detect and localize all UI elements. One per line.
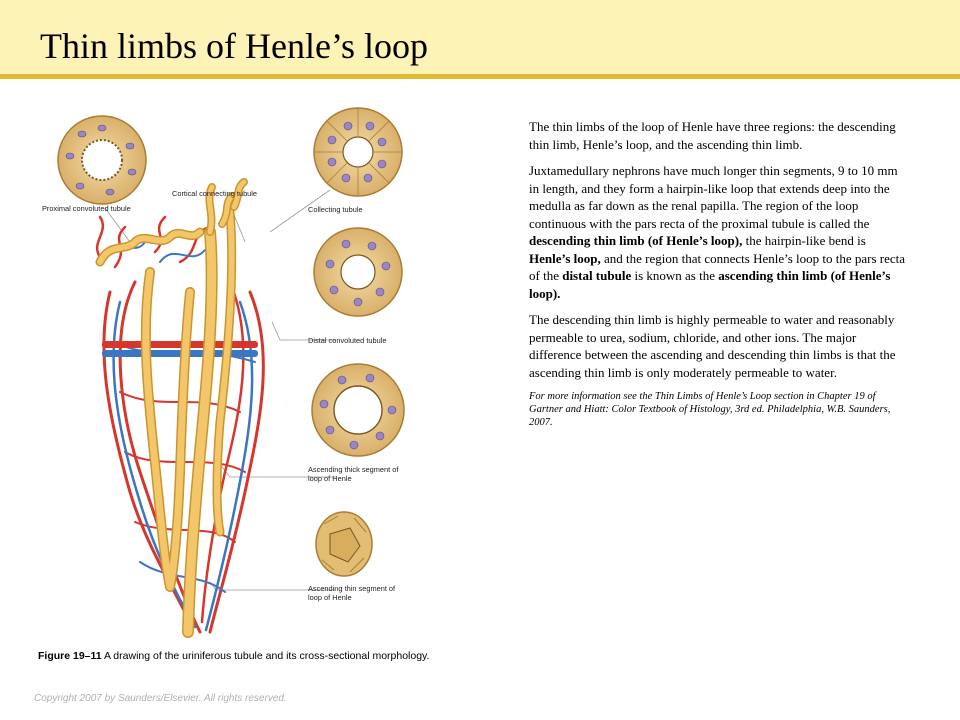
cross-section-distal xyxy=(313,227,403,317)
term-descending-thin-limb: descending thin limb (of Henle’s loop), xyxy=(529,233,743,248)
label-ascending-thin-segment-line2: loop of Henle xyxy=(308,593,352,602)
cross-section-thick-ascending xyxy=(311,363,405,457)
label-collecting-tubule: Collecting tubule xyxy=(308,205,363,214)
reference-note: For more information see the Thin Limbs … xyxy=(529,391,891,428)
label-ascending-thin-segment: Ascending thin segment of xyxy=(308,584,396,593)
body-text: The thin limbs of the loop of Henle have… xyxy=(529,118,909,438)
label-proximal-convoluted-tubule: Proximal convoluted tubule xyxy=(42,204,131,213)
cross-section-collecting xyxy=(313,107,403,197)
term-distal-tubule: distal tubule xyxy=(562,268,632,283)
arcuate-artery xyxy=(102,341,258,348)
slide-title: Thin limbs of Henle’s loop xyxy=(40,26,428,66)
arcuate-vein xyxy=(102,350,258,357)
term-henles-loop: Henle’s loop, xyxy=(529,250,601,266)
title-bar xyxy=(0,0,960,74)
label-ascending-thick-segment-line2: loop of Henle xyxy=(308,474,352,483)
caption-text: A drawing of the uriniferous tubule and … xyxy=(101,650,430,662)
label-ascending-thick-segment: Ascending thick segment of xyxy=(308,465,399,474)
cross-section-thin-ascending xyxy=(315,511,373,577)
copyright-notice: Copyright 2007 by Saunders/Elsevier. All… xyxy=(34,693,287,704)
term-ascending-thin-limb: ascending thin limb (of Henle’s loop). xyxy=(529,268,891,301)
paragraph-3: The descending thin limb is highly perme… xyxy=(529,312,896,380)
paragraph-1: The thin limbs of the loop of Henle have… xyxy=(529,119,896,152)
cross-section-proximal xyxy=(57,115,147,205)
figure-number: Figure 19–11 xyxy=(38,650,102,662)
figure-caption: Figure 19–11 A drawing of the uriniferou… xyxy=(38,650,518,662)
title-underline xyxy=(0,74,960,79)
nephron-figure: Proximal convoluted tubule Cortical conn… xyxy=(42,107,405,638)
label-distal-convoluted-tubule: Distal convoluted tubule xyxy=(308,336,386,345)
paragraph-2: Juxtamedullary nephrons have much longer… xyxy=(529,163,906,301)
label-cortical-connecting-tubule: Cortical connecting tubule xyxy=(172,189,257,198)
